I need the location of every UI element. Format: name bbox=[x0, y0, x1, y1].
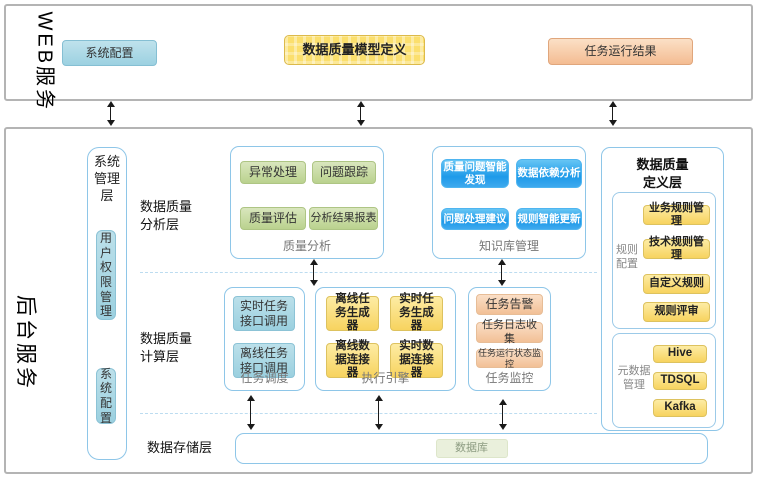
task-scheduling-label: 任务调度 bbox=[240, 371, 289, 385]
node-offline-data-connector: 离线数据连接器 bbox=[326, 340, 379, 379]
node-kafka: Kafka bbox=[653, 399, 707, 417]
separator-compute-storage bbox=[140, 413, 597, 414]
node-analysis-report: 分析结果报表 bbox=[309, 207, 378, 230]
node-database: 数据库 bbox=[435, 439, 508, 458]
storage-layer-box: 数据库 bbox=[235, 433, 708, 464]
analysis-layer-label: 数据质量分析层 bbox=[140, 199, 193, 232]
group-task-monitoring: 任务告警 任务日志收集 任务运行状态监控 任务监控 bbox=[468, 287, 551, 391]
compute-layer-label: 数据质量计算层 bbox=[140, 331, 193, 364]
group-definition-layer: 数据质量定义层 规则配置 业务规则管理 技术规则管理 自定义规则 规则评审 元数… bbox=[601, 147, 724, 431]
group-knowledge-mgmt: 质量问题智能发现 数据依赖分析 问题处理建议 规则智能更新 知识库管理 bbox=[432, 146, 586, 259]
node-user-permission-mgmt: 用户权限管理 bbox=[96, 230, 116, 320]
node-smart-rule-update: 规则智能更新 bbox=[516, 208, 582, 230]
group-task-scheduling: 实时任务接口调用 离线任务接口调用 任务调度 bbox=[224, 287, 305, 391]
rule-config-label: 规则配置 bbox=[616, 244, 638, 271]
node-task-alert: 任务告警 bbox=[476, 294, 543, 315]
separator-analysis-compute bbox=[140, 272, 597, 273]
node-custom-rules: 自定义规则 bbox=[643, 274, 710, 294]
node-task-run-result: 任务运行结果 bbox=[548, 38, 693, 65]
quality-analysis-label: 质量分析 bbox=[282, 239, 331, 253]
group-execution-engine: 离线任务生成器 实时任务生成器 离线数据连接器 实时数据连接器 执行引擎 bbox=[315, 287, 456, 391]
arrow-compute-storage-center bbox=[374, 395, 383, 430]
node-task-log-collection: 任务日志收集 bbox=[476, 319, 543, 345]
arrow-web-backend-center bbox=[356, 101, 365, 126]
group-quality-analysis: 异常处理 问题跟踪 质量评估 分析结果报表 质量分析 bbox=[230, 146, 384, 259]
node-realtime-task-api-call: 实时任务接口调用 bbox=[233, 296, 295, 331]
node-offline-task-api-call: 离线任务接口调用 bbox=[233, 343, 295, 378]
subgroup-rule-config: 规则配置 业务规则管理 技术规则管理 自定义规则 规则评审 bbox=[612, 192, 716, 329]
knowledge-mgmt-label: 知识库管理 bbox=[478, 239, 539, 253]
node-tdsql: TDSQL bbox=[653, 372, 707, 390]
node-realtime-data-connector: 实时数据连接器 bbox=[390, 340, 443, 379]
web-service-section: WEB服务 系统配置 数据质量模型定义 任务运行结果 bbox=[4, 4, 753, 113]
node-exception-handling: 异常处理 bbox=[240, 161, 306, 184]
node-system-config-web: 系统配置 bbox=[62, 40, 157, 66]
node-issue-tracking: 问题跟踪 bbox=[312, 161, 376, 184]
arrow-analysis-compute-right bbox=[497, 259, 506, 286]
node-rule-review: 规则评审 bbox=[643, 302, 710, 322]
system-mgmt-title: 系统管理层 bbox=[93, 154, 120, 203]
arrow-web-backend-left bbox=[106, 101, 115, 126]
system-mgmt-column: 系统管理层 用户权限管理 系统配置 bbox=[87, 147, 127, 460]
storage-layer-label: 数据存储层 bbox=[147, 440, 213, 455]
node-quality-model-definition: 数据质量模型定义 bbox=[284, 35, 425, 65]
arrow-analysis-compute-left bbox=[309, 259, 318, 286]
arrow-compute-storage-left bbox=[246, 395, 255, 430]
node-system-config-backend: 系统配置 bbox=[96, 367, 116, 425]
node-issue-handling-suggestion: 问题处理建议 bbox=[441, 208, 509, 230]
backend-service-title: 后台服务 bbox=[14, 295, 37, 391]
node-data-dependency-analysis: 数据依赖分析 bbox=[516, 159, 582, 188]
node-task-status-monitoring: 任务运行状态监控 bbox=[476, 347, 543, 369]
subgroup-metadata-mgmt: 元数据管理 Hive TDSQL Kafka bbox=[612, 333, 716, 428]
execution-engine-label: 执行引擎 bbox=[361, 371, 410, 385]
node-offline-task-generator: 离线任务生成器 bbox=[326, 293, 379, 332]
node-business-rule-mgmt: 业务规则管理 bbox=[643, 202, 710, 227]
arrow-compute-storage-right bbox=[498, 399, 507, 430]
node-hive: Hive bbox=[653, 345, 707, 363]
definition-layer-title: 数据质量定义层 bbox=[636, 157, 689, 190]
metadata-mgmt-label: 元数据管理 bbox=[617, 365, 651, 392]
node-realtime-task-generator: 实时任务生成器 bbox=[390, 293, 443, 332]
node-smart-issue-discovery: 质量问题智能发现 bbox=[441, 159, 509, 188]
web-service-title: WEB服务 bbox=[33, 11, 56, 113]
node-quality-assessment: 质量评估 bbox=[240, 207, 306, 230]
arrow-web-backend-right bbox=[608, 101, 617, 126]
node-technical-rule-mgmt: 技术规则管理 bbox=[643, 236, 710, 261]
task-monitoring-label: 任务监控 bbox=[485, 371, 534, 385]
